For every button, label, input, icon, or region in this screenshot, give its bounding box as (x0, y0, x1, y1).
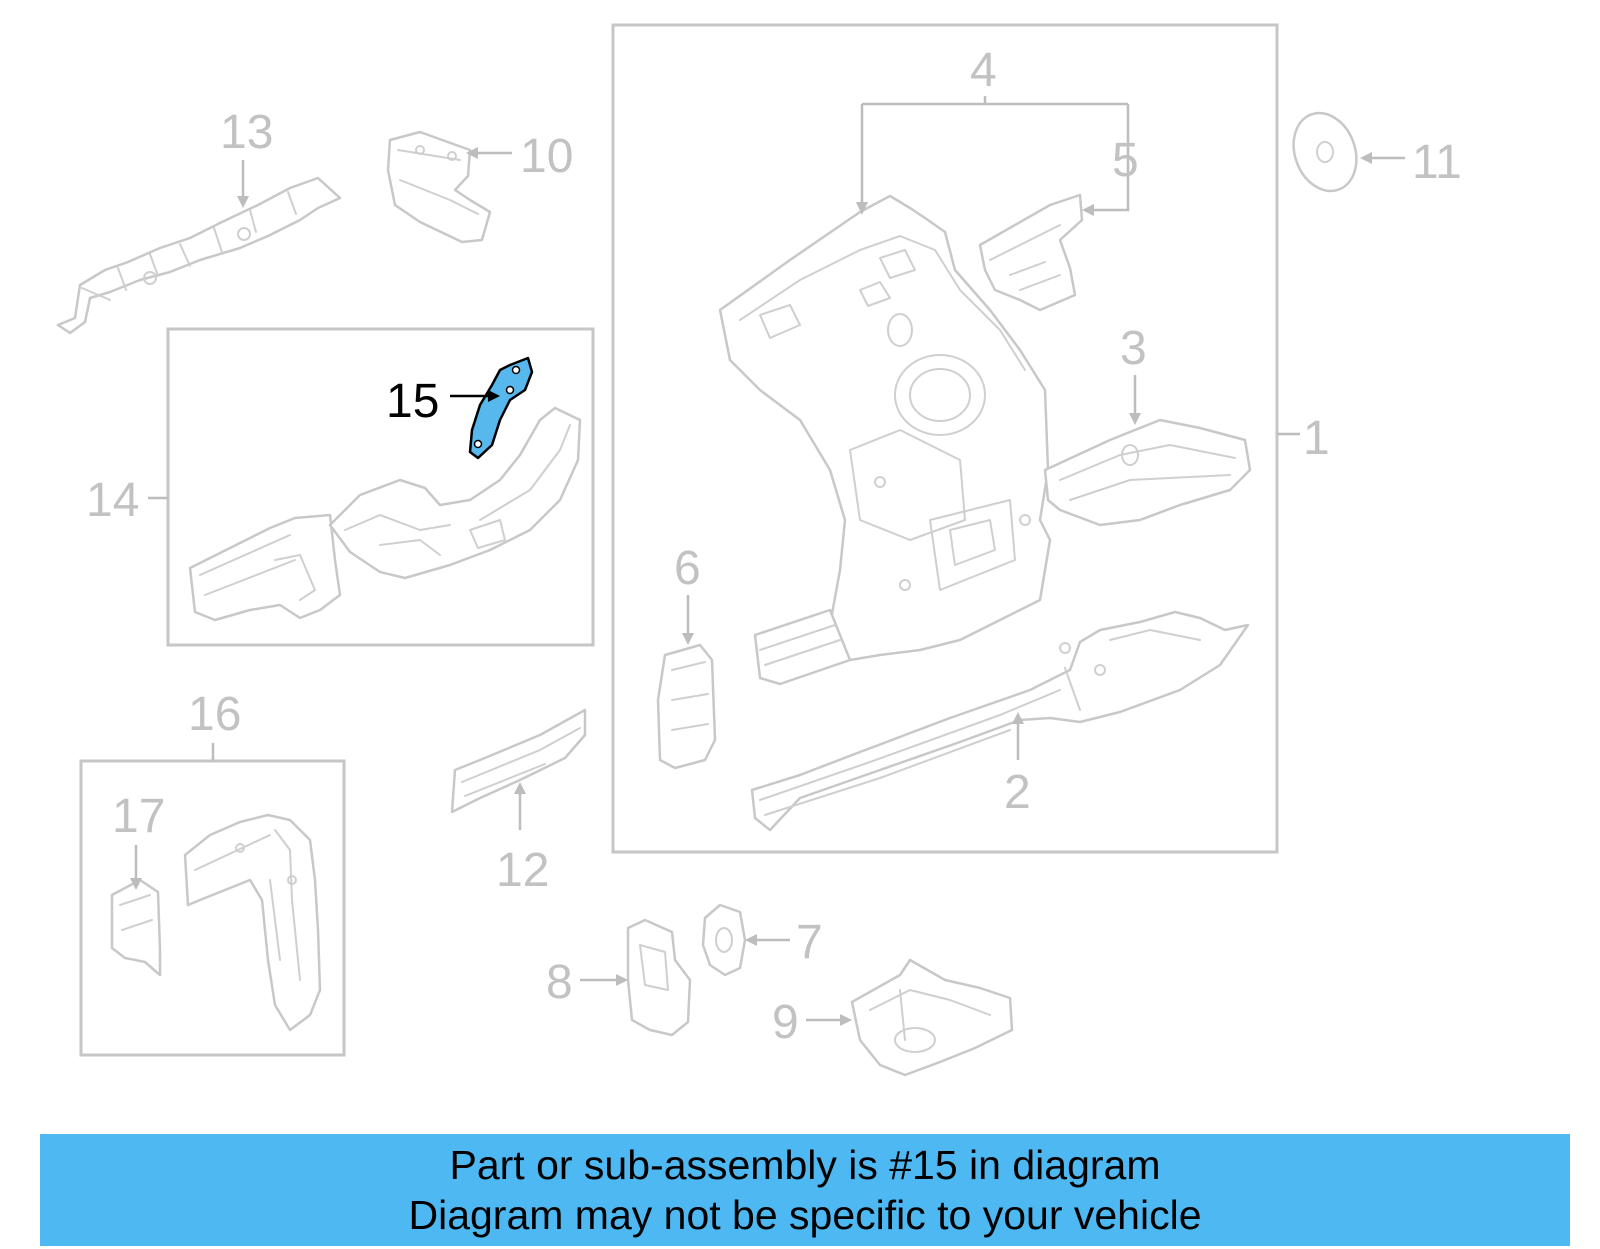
callout-7: 7 (796, 916, 823, 969)
callout-11: 11 (1412, 136, 1462, 189)
part-9[interactable] (850, 958, 1014, 1077)
callout-6: 6 (674, 542, 701, 595)
callout-17: 17 (112, 790, 165, 843)
part-14[interactable] (188, 406, 582, 622)
part-13[interactable] (56, 176, 342, 335)
callout-13: 13 (220, 106, 273, 159)
callout-10: 10 (520, 130, 573, 183)
info-banner: Part or sub-assembly is #15 in diagram D… (40, 1134, 1570, 1246)
callout-16: 16 (188, 688, 241, 741)
banner-line-2: Diagram may not be specific to your vehi… (408, 1192, 1202, 1238)
callout-2: 2 (1004, 766, 1031, 819)
part-16[interactable] (183, 813, 322, 1032)
part-11[interactable] (1283, 104, 1367, 200)
callout-5: 5 (1112, 134, 1139, 187)
part-2[interactable] (750, 610, 1250, 832)
banner-line-1: Part or sub-assembly is #15 in diagram (449, 1142, 1161, 1188)
part-10[interactable] (386, 130, 492, 244)
callout-12: 12 (496, 844, 549, 897)
callout-14: 14 (86, 474, 139, 527)
part-15[interactable] (468, 356, 534, 460)
callout-1: 1 (1303, 412, 1330, 465)
group-box-1 (611, 23, 1279, 854)
part-8[interactable] (626, 918, 692, 1037)
part-12[interactable] (450, 708, 587, 814)
callout-15[interactable]: 15 (386, 375, 439, 428)
part-1[interactable] (718, 194, 1252, 686)
part-17[interactable] (110, 878, 162, 977)
callout-9: 9 (772, 996, 799, 1049)
part-6[interactable] (656, 643, 717, 770)
part-5[interactable] (978, 193, 1084, 312)
callout-3: 3 (1120, 322, 1147, 375)
leader-4 (860, 96, 1130, 212)
part-7[interactable] (701, 903, 747, 977)
callout-8: 8 (546, 956, 573, 1009)
callout-4: 4 (970, 44, 997, 97)
group-box-14 (166, 327, 595, 647)
